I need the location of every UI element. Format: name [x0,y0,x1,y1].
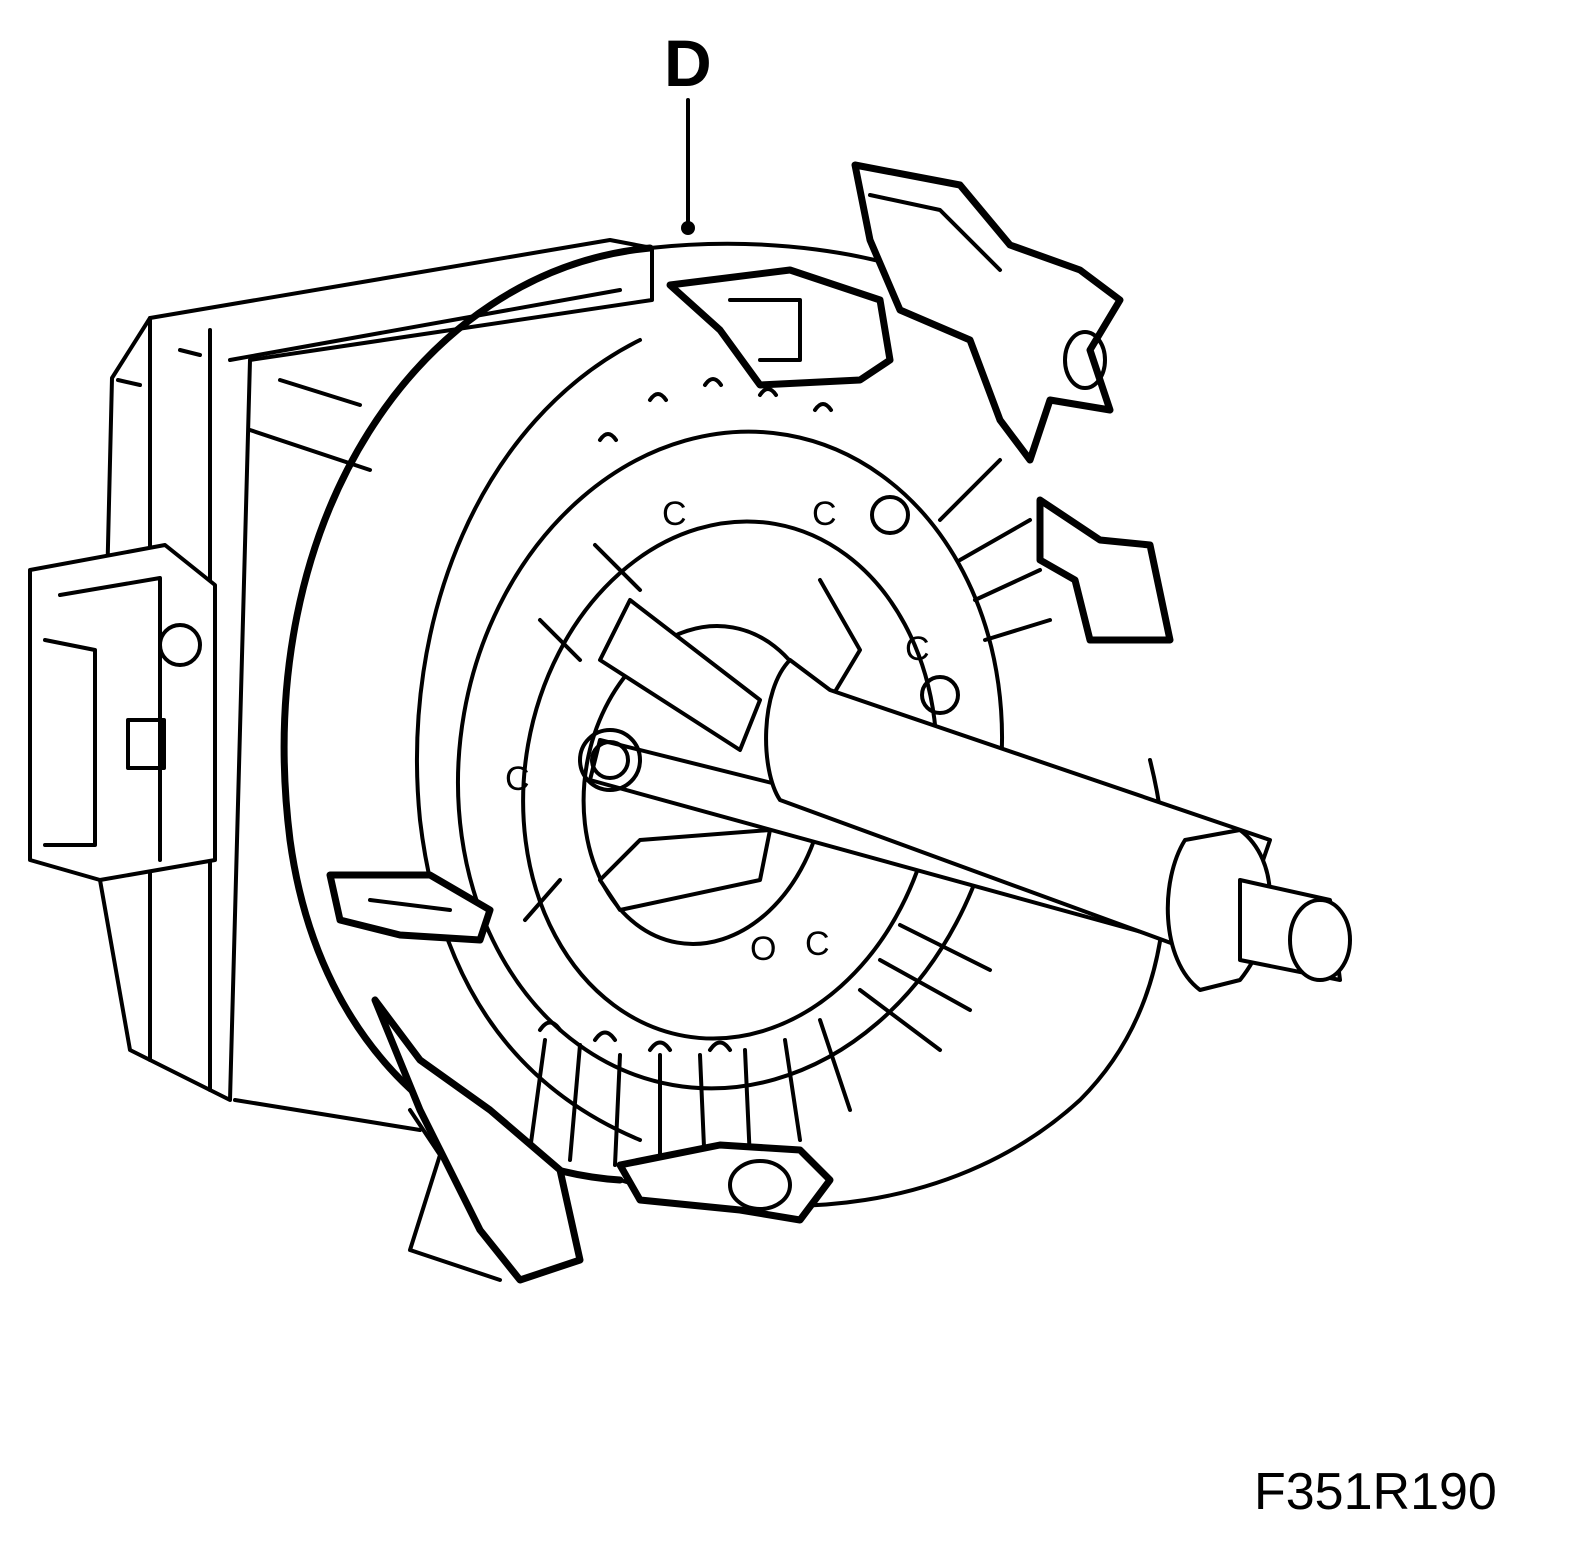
clip-mark: O [750,930,776,968]
clip-mark: C [662,495,687,533]
clip-mark: C [905,630,930,668]
clip-mark: C [805,925,830,963]
bottom-latch-left [371,996,584,1284]
side-connector [28,543,217,882]
contact-teeth [528,377,1052,1172]
clip-mark: C [505,760,530,798]
clip-marks: C C C C O C [505,495,930,968]
bottom-latch-right [616,1141,834,1224]
left-lower-clip [326,871,494,944]
figure-code: F351R190 [1254,1463,1497,1521]
top-clip [666,266,894,389]
callout-leader [681,98,695,235]
callout-label: D [664,26,712,100]
right-tab [1036,496,1174,644]
upper-right-latch [851,161,1124,464]
clip-mark: C [812,495,837,533]
shaft [578,495,1352,992]
